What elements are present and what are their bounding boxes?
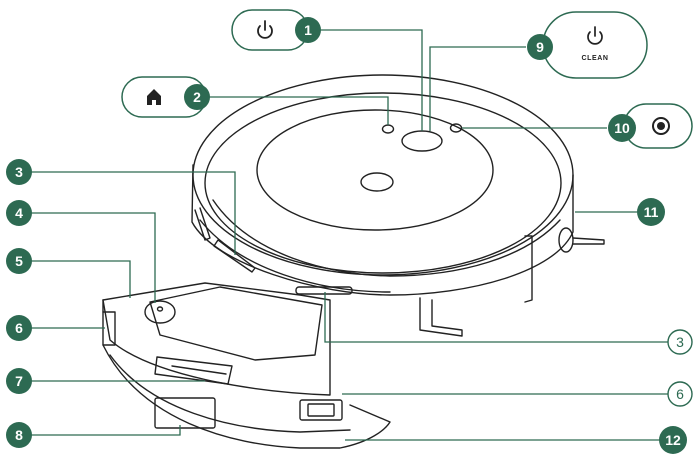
robot-inner-rim xyxy=(204,92,562,274)
bin-lid xyxy=(149,286,323,361)
home-button-pill xyxy=(121,76,207,118)
center-sensor xyxy=(360,172,394,192)
dust-bin xyxy=(102,282,391,449)
clean-label: CLEAN xyxy=(581,55,608,62)
home-icon xyxy=(147,89,161,105)
callout-12: 12 xyxy=(659,426,687,454)
callout-7: 7 xyxy=(6,368,32,394)
svg-text:4: 4 xyxy=(15,205,23,221)
callout-6-outline: 6 xyxy=(667,381,693,407)
bumper-lower xyxy=(199,219,391,293)
callout-3-outline: 3 xyxy=(667,329,693,355)
left-slot xyxy=(213,239,256,273)
robot-bottom-bracket xyxy=(419,297,463,337)
svg-text:2: 2 xyxy=(193,89,201,105)
bumper-seam xyxy=(212,199,561,277)
svg-text:12: 12 xyxy=(665,432,681,448)
bin-handle[interactable] xyxy=(154,356,233,385)
spot-clean-icon xyxy=(652,117,670,135)
robot-top-rim xyxy=(192,74,574,276)
power-button-pill xyxy=(231,9,309,51)
svg-text:6: 6 xyxy=(15,320,23,336)
side-brush-arm xyxy=(572,237,605,245)
clean-button-shape[interactable] xyxy=(401,130,443,152)
robot-rear-bracket xyxy=(524,235,533,303)
svg-text:6: 6 xyxy=(676,386,684,402)
svg-text:1: 1 xyxy=(304,22,312,38)
svg-text:3: 3 xyxy=(676,334,684,350)
callout-10: 10 xyxy=(608,114,636,142)
robot-wheel-bracket xyxy=(194,207,211,241)
right-latch[interactable] xyxy=(299,399,343,421)
bin-lower-contour xyxy=(109,354,351,433)
bin-release-dot xyxy=(156,306,164,312)
filter-door[interactable] xyxy=(154,397,216,429)
callout-9: 9 xyxy=(527,34,553,60)
callout-4: 4 xyxy=(6,200,32,226)
bin-release-button[interactable] xyxy=(144,300,176,324)
bin-handle-inner xyxy=(171,365,227,375)
callout-2: 2 xyxy=(184,84,210,110)
callout-5: 5 xyxy=(6,248,32,274)
spot-button-shape[interactable] xyxy=(449,123,463,133)
callout-11: 11 xyxy=(637,198,665,226)
svg-text:9: 9 xyxy=(536,39,544,55)
svg-text:5: 5 xyxy=(15,253,23,269)
robot-vacuum xyxy=(191,74,605,337)
right-latch-inner xyxy=(307,403,335,417)
bin-base-plate xyxy=(102,299,391,449)
svg-text:8: 8 xyxy=(15,427,23,443)
svg-text:7: 7 xyxy=(15,373,23,389)
leader-lines xyxy=(29,29,668,441)
callout-3: 3 xyxy=(6,159,32,185)
clean-button-pill: CLEAN xyxy=(542,11,648,79)
side-brush-hub xyxy=(558,227,574,253)
callout-1: 1 xyxy=(295,17,321,43)
left-latch[interactable] xyxy=(102,311,116,346)
home-button-shape[interactable] xyxy=(381,124,395,134)
svg-text:11: 11 xyxy=(644,204,659,220)
front-slot xyxy=(295,286,353,295)
power-icon xyxy=(257,20,273,39)
svg-text:10: 10 xyxy=(614,120,630,136)
svg-text:3: 3 xyxy=(15,164,23,180)
robot-top-plate xyxy=(256,109,494,231)
clean-power-icon xyxy=(587,26,603,45)
callout-6: 6 xyxy=(6,315,32,341)
callout-8: 8 xyxy=(6,422,32,448)
